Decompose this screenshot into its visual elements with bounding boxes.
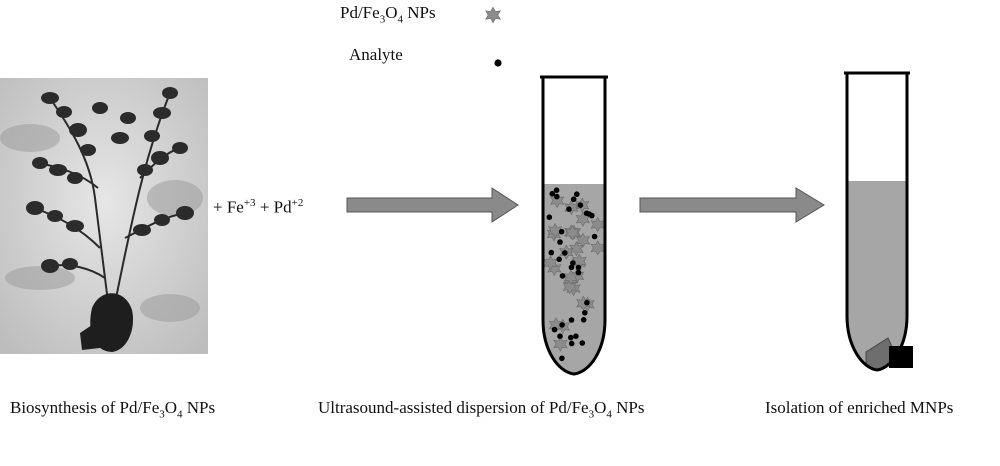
tube-icon <box>541 76 607 376</box>
nanoparticle-star <box>550 192 565 209</box>
analyte-dot <box>566 206 572 212</box>
legend-analyte-label: Analyte <box>349 45 403 64</box>
nanoparticle-star <box>565 224 580 241</box>
analyte-dot <box>548 249 555 256</box>
nanoparticle-star <box>547 222 563 239</box>
caption-biosynthesis: Biosynthesis of Pd/Fe3O4 NPs <box>10 398 216 421</box>
analyte-dot-icon <box>494 59 502 67</box>
analyte-dot <box>553 187 560 193</box>
analyte-dot <box>584 299 590 306</box>
nanoparticle-star <box>576 295 591 311</box>
nanoparticle-star <box>575 232 591 248</box>
nanoparticle-star <box>553 336 568 352</box>
analyte-dot <box>568 340 575 347</box>
analyte-dot <box>582 310 588 316</box>
analyte-dot <box>562 250 568 256</box>
magnet-icon <box>889 346 913 368</box>
plant-photo <box>0 78 208 354</box>
analyte-dot <box>559 273 566 279</box>
analyte-dot <box>559 322 565 328</box>
nanoparticle-star <box>569 241 584 257</box>
analyte-dot <box>546 214 553 220</box>
analyte-dot <box>574 191 580 197</box>
analyte-dot <box>591 233 598 240</box>
analyte-dot <box>556 256 562 263</box>
analyte-dot <box>558 228 565 235</box>
arrow-icon <box>346 187 519 223</box>
caption-dispersion: Ultrasound-assisted dispersion of Pd/Fe3… <box>318 398 645 421</box>
analyte-dot <box>568 334 574 341</box>
analyte-dot <box>568 264 575 271</box>
arrow-icon <box>639 187 825 223</box>
tube-1-contents <box>543 184 605 374</box>
analyte-dot <box>549 190 556 197</box>
analyte-dot <box>570 260 576 266</box>
nanoparticle-star-icon <box>485 6 501 24</box>
analyte-dot <box>575 269 582 276</box>
legend-np-label: Pd/Fe3O4 NPs <box>340 3 436 26</box>
analyte-dot <box>559 355 565 362</box>
caption-isolation: Isolation of enriched MNPs <box>765 398 954 417</box>
analyte-dot <box>554 193 560 200</box>
analyte-dot <box>579 340 586 346</box>
analyte-dot <box>580 317 587 323</box>
tube-icon <box>845 72 909 372</box>
analyte-dot <box>586 211 592 217</box>
analyte-dot <box>570 196 577 202</box>
analyte-dot <box>575 264 582 271</box>
reagents-label: + Fe+3 + Pd+2 <box>213 197 304 217</box>
nanoparticle-star <box>562 279 577 295</box>
analyte-dot <box>551 326 558 333</box>
analyte-dot <box>577 202 584 208</box>
analyte-dot <box>557 333 563 340</box>
analyte-dot <box>573 333 579 340</box>
analyte-dot <box>557 239 563 245</box>
nanoparticle-star <box>564 199 579 216</box>
analyte-dot <box>568 317 575 323</box>
